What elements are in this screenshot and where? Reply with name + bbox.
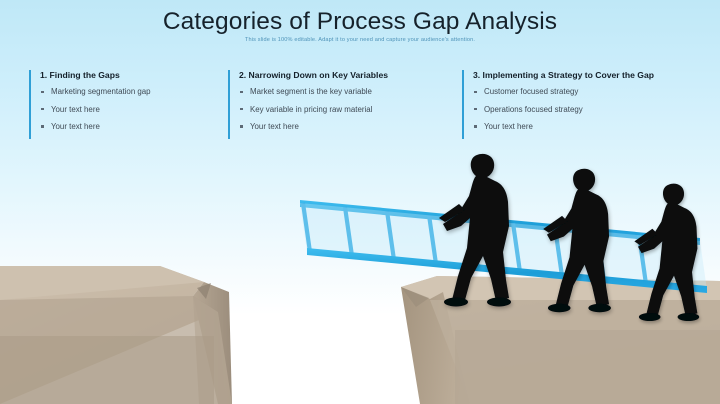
- category-bullet-list-3: Customer focused strategy Operations foc…: [473, 87, 710, 132]
- bullet-text: Customer focused strategy: [484, 87, 579, 97]
- list-item: Customer focused strategy: [473, 87, 710, 97]
- category-columns: 1. Finding the Gaps Marketing segmentati…: [0, 70, 720, 152]
- businessman-silhouette-3: [634, 183, 700, 322]
- bullet-text: Operations focused strategy: [484, 104, 583, 114]
- bullet-icon: [474, 90, 477, 94]
- list-item: Market segment is the key variable: [239, 87, 442, 97]
- bullet-icon: [240, 125, 243, 128]
- bullet-icon: [41, 125, 44, 128]
- list-item: Your text here: [40, 122, 225, 132]
- bullet-icon: [474, 107, 477, 111]
- bullet-text: Your text here: [250, 122, 299, 132]
- list-item: Your text here: [239, 122, 442, 132]
- bullet-icon: [240, 90, 243, 94]
- bullet-text: Key variable in pricing raw material: [250, 104, 373, 114]
- category-heading-3: 3. Implementing a Strategy to Cover the …: [473, 70, 654, 80]
- businessman-silhouette-1: [439, 153, 511, 307]
- category-column-2: 2. Narrowing Down on Key Variables Marke…: [228, 70, 442, 140]
- bullet-text: Market segment is the key variable: [250, 87, 372, 97]
- bullet-icon: [474, 125, 477, 128]
- bullet-text: Your text here: [484, 122, 533, 132]
- list-item: Your text here: [473, 122, 710, 132]
- category-heading-2: 2. Narrowing Down on Key Variables: [239, 70, 388, 80]
- category-heading-1: 1. Finding the Gaps: [40, 70, 120, 80]
- page-title: Categories of Process Gap Analysis: [162, 8, 558, 35]
- bullet-icon: [41, 107, 44, 111]
- list-item: Your text here: [40, 105, 225, 115]
- left-cliff: [0, 266, 232, 404]
- businessman-silhouette-2: [543, 168, 611, 313]
- category-bullet-list-1: Marketing segmentation gap Your text her…: [40, 87, 225, 132]
- page-subtitle: This slide is 100% editable. Adapt it to…: [244, 37, 476, 43]
- bullet-text: Marketing segmentation gap: [51, 87, 151, 97]
- bullet-text: Your text here: [51, 122, 100, 132]
- list-item: Operations focused strategy: [473, 105, 710, 115]
- bullet-text: Your text here: [51, 104, 100, 114]
- category-column-3: 3. Implementing a Strategy to Cover the …: [462, 70, 710, 140]
- category-column-1: 1. Finding the Gaps Marketing segmentati…: [29, 70, 225, 140]
- bullet-icon: [41, 90, 44, 94]
- list-item: Marketing segmentation gap: [40, 87, 225, 97]
- category-bullet-list-2: Market segment is the key variable Key v…: [239, 87, 442, 132]
- bullet-icon: [240, 107, 243, 111]
- list-item: Key variable in pricing raw material: [239, 105, 442, 115]
